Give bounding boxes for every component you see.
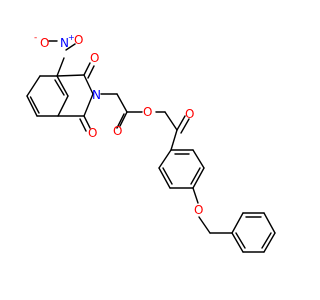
atom-label-imide-n: N	[92, 88, 101, 102]
atom-label-nitro-o-right: O	[74, 33, 83, 47]
atom-label-ether-o: O	[194, 203, 203, 217]
atom-labels: N + O - O O N O O O O O	[34, 33, 203, 217]
atom-label-imide-o-bottom: O	[88, 126, 97, 140]
atom-label-ester-carbonyl-o: O	[113, 124, 122, 138]
atom-label-ester-o: O	[143, 105, 152, 119]
atom-label-nitro-o-left: O	[40, 36, 49, 50]
charge-nitro-o-left: -	[34, 33, 37, 43]
atom-label-imide-o-top: O	[90, 51, 99, 65]
bonds	[26, 40, 276, 253]
atom-label-nitro-n: N	[60, 36, 69, 50]
charge-nitro-n: +	[68, 33, 75, 42]
atom-label-ketone-o: O	[185, 107, 194, 121]
molecule-structure: N + O - O O N O O O O O	[26, 33, 276, 253]
